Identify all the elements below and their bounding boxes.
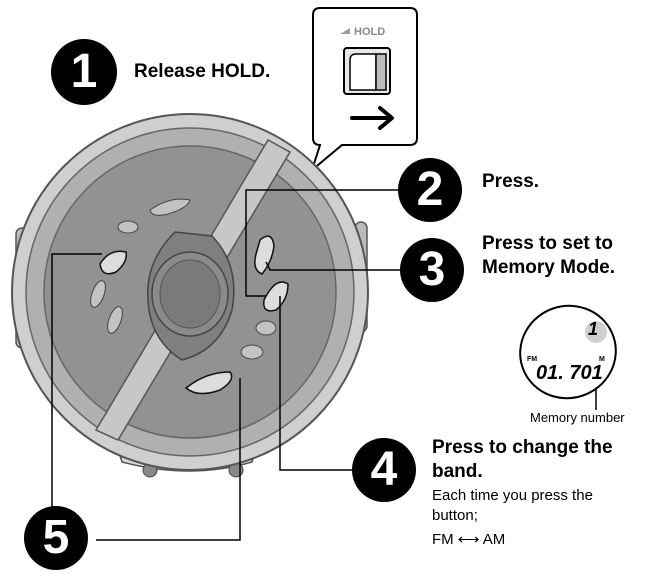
step-number-4: 4 xyxy=(370,443,398,496)
button-step-4[interactable] xyxy=(184,371,233,395)
step-2-label: Press. xyxy=(482,171,540,192)
step-badge-1 xyxy=(51,39,117,105)
step-number-2: 2 xyxy=(416,163,444,216)
display-mode-indicator: M xyxy=(599,356,605,363)
display-band-indicator: FM xyxy=(527,356,538,363)
step-4-label-line1: Press to change the xyxy=(432,437,613,458)
cd-player-body xyxy=(11,113,369,478)
display-memory-digit: 1 xyxy=(588,319,599,339)
leader-step-5b xyxy=(96,378,241,541)
band-arrow-icon: ⟷ xyxy=(457,531,480,548)
step-number-3: 3 xyxy=(418,243,446,296)
band-from: FM xyxy=(432,531,454,548)
button-step-5-left[interactable] xyxy=(99,250,128,275)
step-badge-2 xyxy=(398,158,462,222)
step-number-1: 1 xyxy=(70,45,98,98)
step-4-note-line1: Each time you press the xyxy=(432,487,593,504)
memory-number-caption: Memory number xyxy=(530,410,625,425)
step-4-label-line2: band. xyxy=(432,461,483,482)
leader-step-3 xyxy=(265,261,404,271)
step-3-label-line1: Press to set to xyxy=(482,233,613,254)
step-number-5: 5 xyxy=(42,511,70,564)
step-1-label: Release HOLD. xyxy=(134,61,271,82)
arrow-right-icon xyxy=(350,106,394,130)
step-badge-4 xyxy=(352,438,416,502)
hold-switch-icon xyxy=(340,28,391,95)
hold-label: HOLD xyxy=(354,26,386,38)
leader-step-4 xyxy=(279,296,352,471)
step-badge-5 xyxy=(24,506,88,570)
step-3-label-line2: Memory Mode. xyxy=(482,257,616,278)
display-frequency: 01. 701 xyxy=(536,362,603,384)
button-step-3[interactable] xyxy=(263,281,289,312)
button-step-2[interactable] xyxy=(254,235,275,275)
band-to: AM xyxy=(482,531,506,548)
band-toggle: FM ⟷ AM xyxy=(432,530,505,550)
step-badge-3 xyxy=(400,238,464,302)
step-4-note-line2: button; xyxy=(432,507,478,524)
leader-step-2 xyxy=(245,189,404,297)
display-panel xyxy=(519,304,617,400)
